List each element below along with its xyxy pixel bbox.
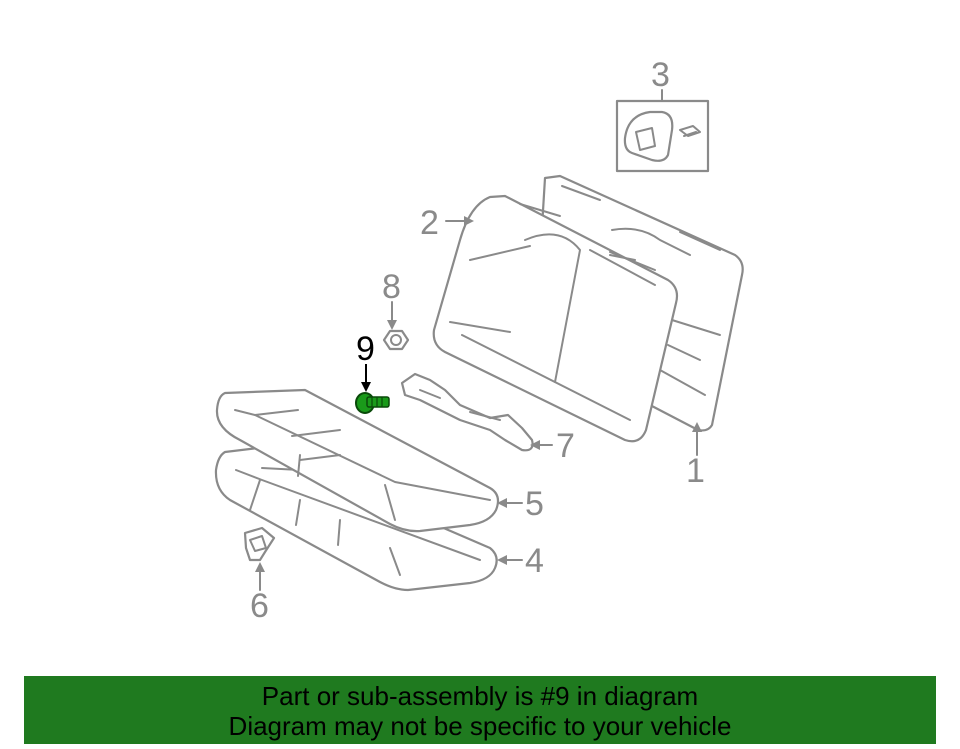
callout-4: 4 bbox=[525, 542, 544, 580]
callout-1: 1 bbox=[686, 452, 705, 490]
part-8-nut[interactable] bbox=[382, 329, 410, 351]
part-4-seat-cushion[interactable] bbox=[214, 446, 498, 592]
callout-9: 9 bbox=[356, 330, 375, 368]
callout-3: 3 bbox=[651, 56, 670, 94]
callout-6: 6 bbox=[250, 587, 269, 625]
info-banner: Part or sub-assembly is #9 in diagram Di… bbox=[24, 676, 936, 744]
part-7-bracket[interactable] bbox=[400, 372, 534, 452]
part-3-headrest[interactable] bbox=[615, 99, 710, 173]
part-9-bolt[interactable] bbox=[355, 392, 390, 414]
part-2-seat-back-cushion[interactable] bbox=[432, 194, 679, 443]
parts-diagram: 1 2 3 4 5 6 7 8 9 bbox=[214, 56, 744, 625]
callout-8: 8 bbox=[382, 268, 401, 306]
leader-lines bbox=[255, 89, 702, 591]
callout-5: 5 bbox=[525, 485, 544, 523]
part-6-clip[interactable] bbox=[243, 526, 276, 562]
callout-7: 7 bbox=[556, 427, 575, 465]
banner-line-2: Diagram may not be specific to your vehi… bbox=[228, 711, 732, 741]
banner-line-1: Part or sub-assembly is #9 in diagram bbox=[261, 681, 699, 711]
callout-2: 2 bbox=[420, 204, 439, 242]
